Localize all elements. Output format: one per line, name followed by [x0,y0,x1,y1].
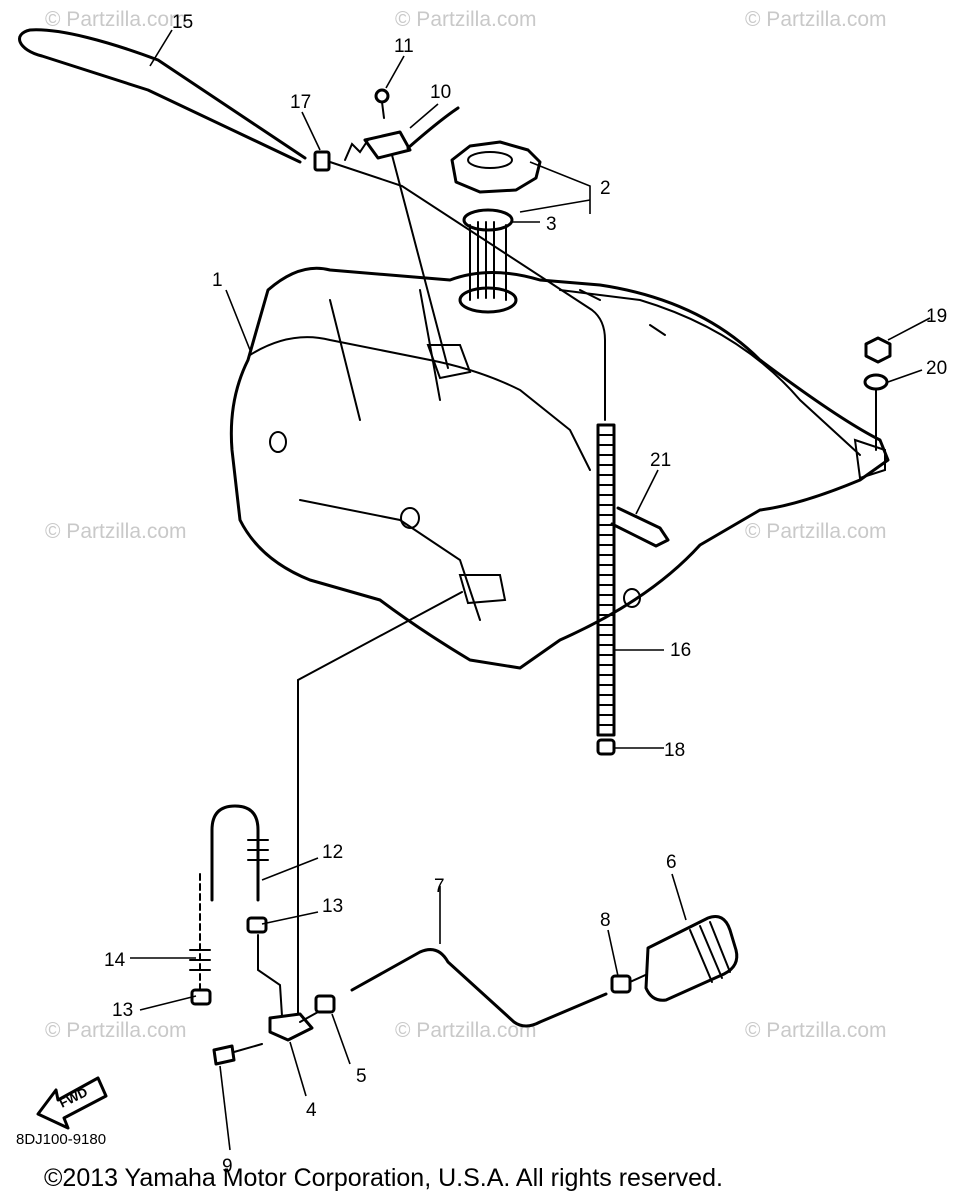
callout-21: 21 [650,450,671,471]
part-21-clip [610,506,670,548]
callout-10: 10 [430,82,451,103]
part-17-clip [313,150,606,421]
part-14-hose [189,869,211,991]
part-9-screw [212,1043,263,1066]
part-5-clamp [299,994,336,1023]
part-8-clip [610,974,632,994]
part-4-petcock [257,934,314,1042]
part-18-clip [596,738,616,756]
callout-11: 11 [394,36,414,57]
part-19-nut [864,336,892,364]
diagram-code: 8DJ100-9180 [16,1131,106,1148]
watermark: © Partzilla.com [45,520,187,543]
watermarks: © Partzilla.com © Partzilla.com © Partzi… [45,8,887,1042]
watermark: © Partzilla.com [395,8,537,31]
copyright-notice: ©2013 Yamaha Motor Corporation, U.S.A. A… [44,1164,723,1192]
part-10-11-fitting [344,88,460,369]
watermark: © Partzilla.com [45,8,187,31]
callout-16: 16 [670,640,691,661]
watermark: © Partzilla.com [745,1019,887,1042]
part-12-hose [210,804,269,902]
part-20-washer [863,373,889,451]
callout-17: 17 [290,92,311,113]
callout-2: 2 [600,178,611,199]
watermark: © Partzilla.com [395,1019,537,1042]
part-16-drain-hose [596,423,616,737]
callout-20: 20 [926,358,947,379]
leader-lines [130,29,931,1151]
part-3-gasket-filler-neck [458,208,518,314]
callout-13: 13 [322,896,343,917]
part-6-fuel-filter [629,915,739,1002]
watermark: © Partzilla.com [45,1019,187,1042]
callout-9: 9 [222,1156,233,1177]
callout-15: 15 [172,12,193,33]
part-2-fuel-cap [450,140,542,194]
callout-3: 3 [546,214,557,235]
callout-12: 12 [322,842,343,863]
fwd-arrow-icon: FWD [36,1076,108,1130]
callout-1: 1 [212,270,223,291]
watermark: © Partzilla.com [745,520,887,543]
part-13-clamp [190,916,268,1006]
part-1-fuel-tank [229,266,890,670]
callout-8: 8 [600,910,611,931]
watermark: © Partzilla.com [745,8,887,31]
callout-6: 6 [666,852,677,873]
callout-18: 18 [664,740,685,761]
callout-7: 7 [434,876,445,897]
callout-13b: 13 [112,1000,133,1021]
callout-labels: 15 11 17 10 2 3 1 19 20 21 16 18 12 13 1… [104,12,947,1177]
part-7-fuel-hose [350,948,608,1028]
part-15-breather-hose [18,28,307,164]
callout-19: 19 [926,306,947,327]
callout-14: 14 [104,950,126,971]
callout-5: 5 [356,1066,367,1087]
callout-4: 4 [306,1100,317,1121]
